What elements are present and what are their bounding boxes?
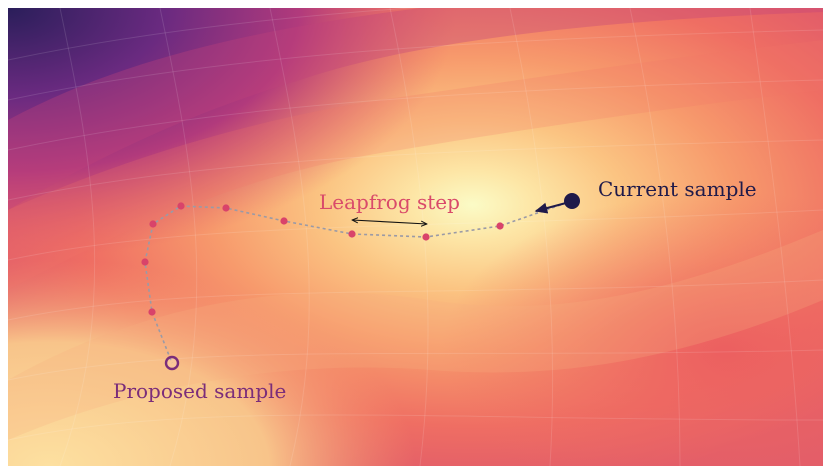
trajectory-point [222,204,230,212]
trajectory-line [144,200,573,364]
trajectory-point [280,217,288,225]
trajectory-point [177,202,185,210]
current-sample-label: Current sample [598,177,757,201]
leapfrog-step-label: Leapfrog step [319,190,460,214]
trajectory-point [496,222,504,230]
trajectory-point [149,220,157,228]
leapfrog-step-arrow [352,220,427,224]
trajectory-point [141,258,149,266]
leapfrog-trajectory [141,200,573,364]
trajectory-point [148,308,156,316]
trajectory-point [422,233,430,241]
current-sample-marker [564,193,580,209]
proposed-sample-marker [164,355,180,371]
proposed-sample-label: Proposed sample [113,379,286,403]
density-background [7,0,824,467]
momentum-arrow [534,202,567,214]
trajectory-point [348,230,356,238]
